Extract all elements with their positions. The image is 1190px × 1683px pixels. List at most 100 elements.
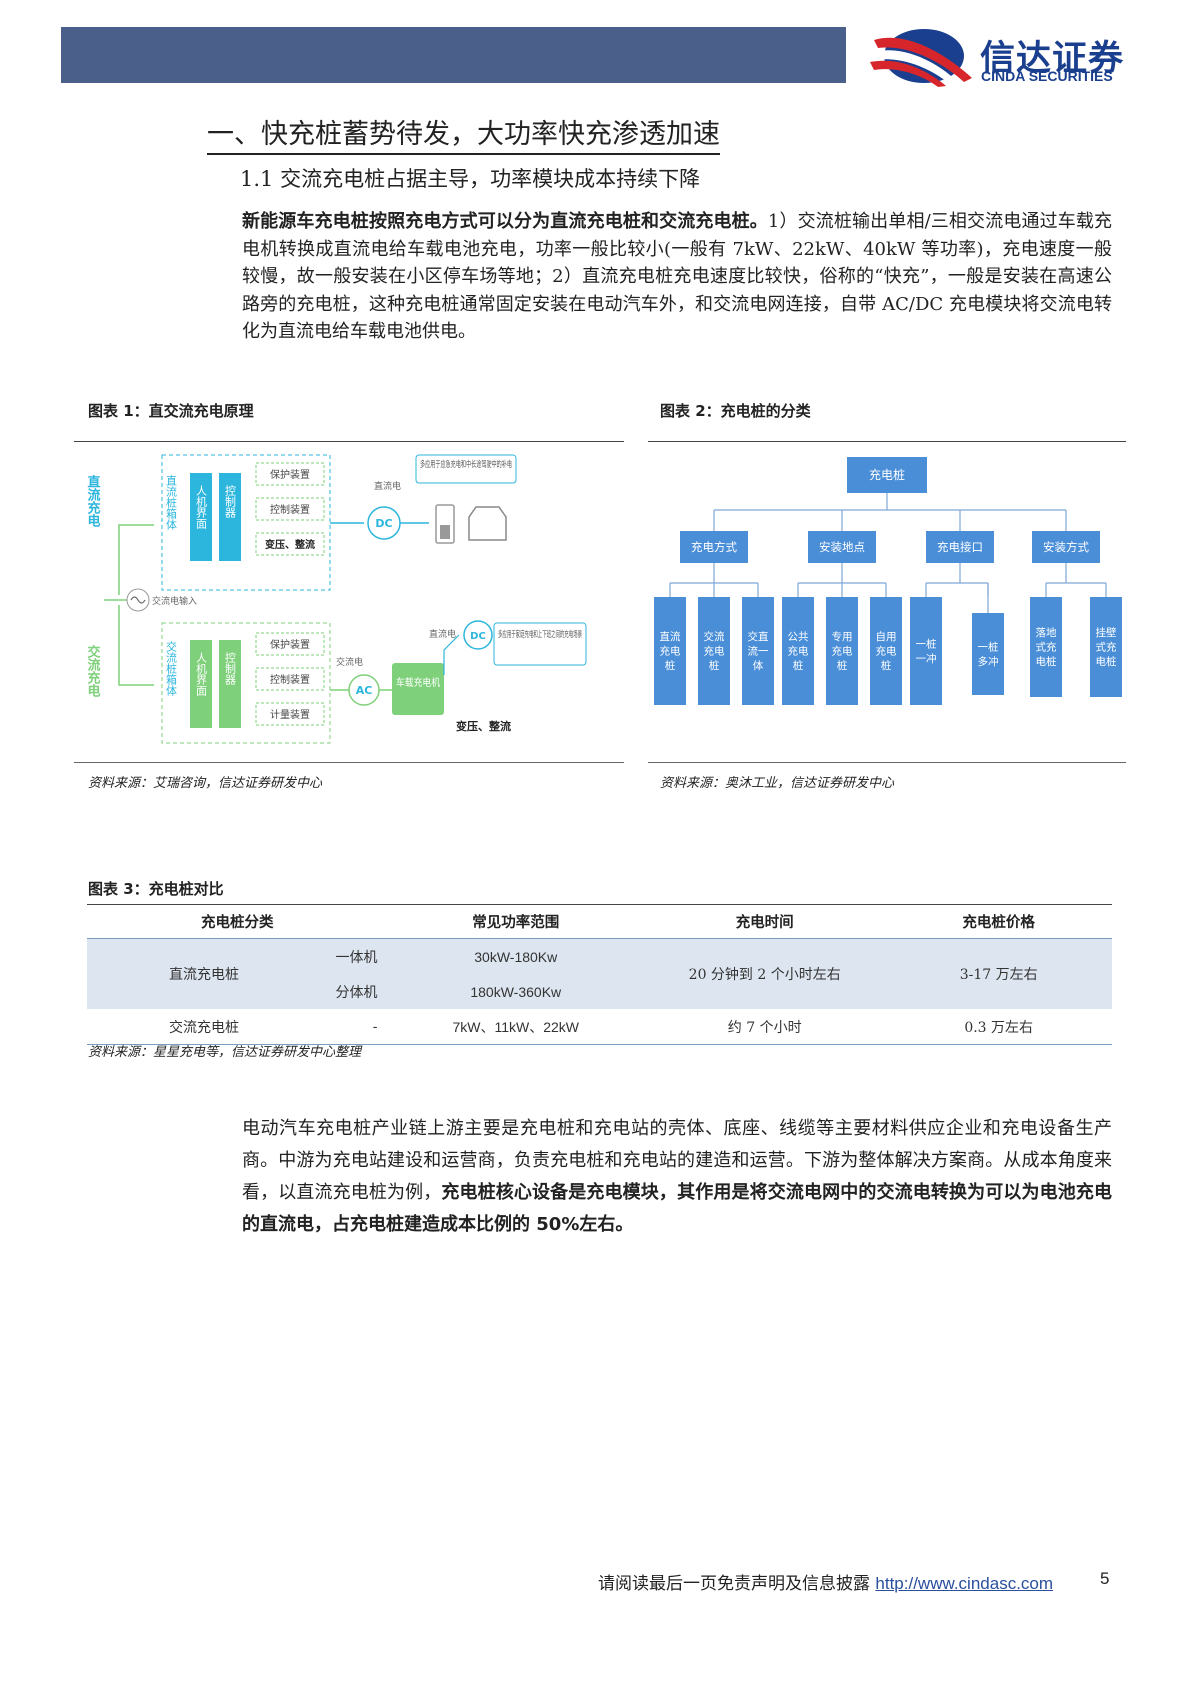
fig2-child-node (870, 597, 902, 705)
fig1-dc-item-1: 保护装置 (270, 468, 310, 481)
fig1-onboard-box (392, 663, 444, 715)
fig2-child-node (910, 597, 942, 705)
paragraph-chain-bold: 充电桩核心设备是充电模块，其作用是将交流电网中的交流电转换为可以为电池充电的直流… (242, 1182, 1112, 1235)
fig2-group-node (680, 531, 748, 563)
dc-price-cell: 3-17 万左右 (885, 938, 1112, 1010)
fig2-group-label: 充电方式 (691, 540, 737, 554)
fig1-dc-hmi-box (190, 473, 212, 561)
fig1-ac-item-1: 保护装置 (270, 638, 310, 651)
fig2-bottom-rule (648, 762, 1126, 763)
fig1-note-dc-text: 多应用于应急充电和中长途驾驶中的补电 (420, 459, 512, 470)
fig2-child-node (782, 597, 814, 705)
car-icon (468, 506, 507, 541)
fig1-dc-item-3: 变压、整流 (265, 538, 315, 551)
logo-en-text: CINDA SECURITIES (981, 68, 1113, 84)
fig2-title: 图表 2：充电桩的分类 (660, 402, 811, 420)
fig2-child-label: 专用充电桩 (832, 630, 853, 672)
fig2-child-label: 挂壁式充电桩 (1096, 626, 1118, 668)
page-number: 5 (1100, 1569, 1110, 1588)
ac-power-cell: 7kW、11kW、22kW (387, 1009, 645, 1045)
paragraph-chain-normal: 电动汽车充电桩产业链上游主要是充电桩和充电站的壳体、底座、线缆等主要材料供应企业… (242, 1118, 1112, 1203)
fig1-source: 资料来源：艾瑞咨询，信达证券研发中心 (88, 776, 323, 791)
fig2-child-node (826, 597, 858, 705)
table-row: 直流充电桩 一体机 30kW-180Kw 20 分钟到 2 个小时左右 3-17… (87, 938, 1112, 1010)
fig1-dc-cabinet (161, 454, 331, 591)
fig1-bottom-rule (74, 762, 624, 763)
fig2-group-node (808, 531, 876, 563)
ac-price-cell: 0.3 万左右 (885, 1009, 1112, 1045)
fig1-note-ac (493, 622, 587, 666)
fig1-ac-item-3: 计量装置 (270, 708, 310, 721)
fig3-title: 图表 3：充电桩对比 (88, 880, 224, 898)
footer-text: 请阅读最后一页免责声明及信息披露 (598, 1574, 876, 1594)
fig2-root-node (847, 457, 927, 493)
fig1-ac-out-label: 交流电 (336, 656, 363, 668)
fig2-child-node (698, 597, 730, 705)
fig3-top-rule (87, 904, 1112, 905)
fig2-child-node (654, 597, 686, 705)
table-header-power: 常见功率范围 (387, 905, 645, 939)
ac-time-cell: 约 7 个小时 (644, 1009, 886, 1045)
fig2-group-node (926, 531, 994, 563)
fig1-dc-item-2: 控制装置 (270, 503, 310, 516)
paragraph-intro-rest: 1）交流桩输出单相/三相交流电通过车载充电机转换成直流电给车载电池充电，功率一般… (242, 211, 1113, 342)
ac-sub-cell: - (334, 1009, 388, 1045)
fig1-ac-cabinet (161, 622, 331, 744)
fig1-dc-label: 直流充电 (85, 474, 101, 528)
dc-sub1-cell: 一体机 (334, 938, 388, 974)
fig1-ac-item-2: 控制装置 (270, 673, 310, 686)
fig2-child-node (1090, 597, 1122, 697)
fig1-note-dc (415, 454, 517, 484)
fig2-tree-diagram: 充电桩充电方式直流充电桩交流充电桩交直流一体安装地点公共充电桩专用充电桩自用充电… (654, 457, 1122, 705)
logo-swoosh-icon (870, 29, 972, 87)
fig2-child-label: 自用充电桩 (876, 630, 897, 672)
fig1-dc-hmi: 人机界面 (195, 485, 208, 529)
fig1-diagram: 交流电输入 直流充电 交流充电 直流桩箱体 人机界面 控制器 保护装置 控制装置… (85, 454, 587, 744)
table-header-row: 充电桩分类 常见功率范围 充电时间 充电桩价格 (87, 905, 1112, 939)
fig2-group-label: 安装方式 (1043, 540, 1089, 554)
fig3-source: 资料来源：星星充电等，信达证券研发中心整理 (88, 1045, 362, 1060)
table-header-category: 充电桩分类 (87, 905, 388, 939)
fig2-child-label: 交流充电桩 (704, 630, 725, 672)
fig1-dc-ctrl-box (219, 473, 241, 561)
fig2-child-label: 交直流一体 (748, 630, 769, 672)
fig1-note-ac-text: 多应用于家庭充电和上下班之间的充电场景 (498, 629, 582, 640)
fig1-top-rule (74, 441, 624, 442)
footer-link[interactable]: http://www.cindasc.com (875, 1574, 1054, 1593)
fig2-child-node (1030, 597, 1062, 697)
fig1-dc-out2-label: 直流电 (429, 628, 456, 640)
fig2-top-rule (648, 441, 1126, 442)
fig2-root-label: 充电桩 (869, 467, 905, 482)
dc-power1-cell: 30kW-180Kw (387, 938, 645, 974)
paragraph-intro-bold: 新能源车充电桩按照充电方式可以分为直流充电桩和交流充电桩。 (242, 211, 768, 232)
fig1-ac-label: 交流充电 (85, 644, 101, 698)
dc-power2-cell: 180kW-360Kw (387, 974, 645, 1010)
fig2-child-label: 一桩一冲 (916, 637, 937, 665)
sub-title: 1.1 交流充电桩占据主导，功率模块成本持续下降 (240, 167, 701, 191)
fig1-ac-box-label: 交流桩箱体 (165, 640, 178, 696)
fig2-child-label: 直流充电桩 (660, 630, 681, 672)
fig1-ac-text: AC (356, 684, 373, 697)
dc-time-cell: 20 分钟到 2 个小时左右 (644, 938, 886, 1010)
comparison-table: 充电桩分类 常见功率范围 充电时间 充电桩价格 直流充电桩 一体机 30kW-1… (87, 905, 1112, 1045)
fig1-ac-hmi-box (190, 640, 212, 728)
table-header-price: 充电桩价格 (885, 905, 1112, 939)
fig1-ac-ctrl-box (219, 640, 241, 728)
svg-text:DC: DC (470, 631, 486, 642)
header-bar (61, 27, 846, 83)
fig1-dc-box-label: 直流桩箱体 (165, 474, 178, 530)
fig1-dc-text: DC (375, 517, 392, 530)
fig2-child-label: 落地式充电桩 (1036, 626, 1058, 668)
fig1-title: 图表 1：直交流充电原理 (88, 402, 254, 420)
paragraph-intro: 新能源车充电桩按照充电方式可以分为直流充电桩和交流充电桩。1）交流桩输出单相/三… (242, 208, 1112, 346)
fig2-child-label: 一桩多冲 (978, 640, 999, 668)
fig1-rectify: 变压、整流 (456, 719, 511, 733)
fig1-ac-ctrl: 控制器 (224, 651, 237, 686)
fig2-group-node (1032, 531, 1100, 563)
fig2-source: 资料来源：奥沐工业，信达证券研发中心 (660, 776, 895, 791)
paragraph-chain: 电动汽车充电桩产业链上游主要是充电桩和充电站的壳体、底座、线缆等主要材料供应企业… (242, 1113, 1112, 1241)
footer-disclaimer: 请阅读最后一页免责声明及信息披露 http://www.cindasc.com (598, 1569, 1053, 1594)
ac-name-cell: 交流充电桩 (87, 1009, 335, 1045)
fig1-ac-hmi: 人机界面 (195, 652, 208, 696)
fig2-group-label: 充电接口 (937, 540, 983, 554)
